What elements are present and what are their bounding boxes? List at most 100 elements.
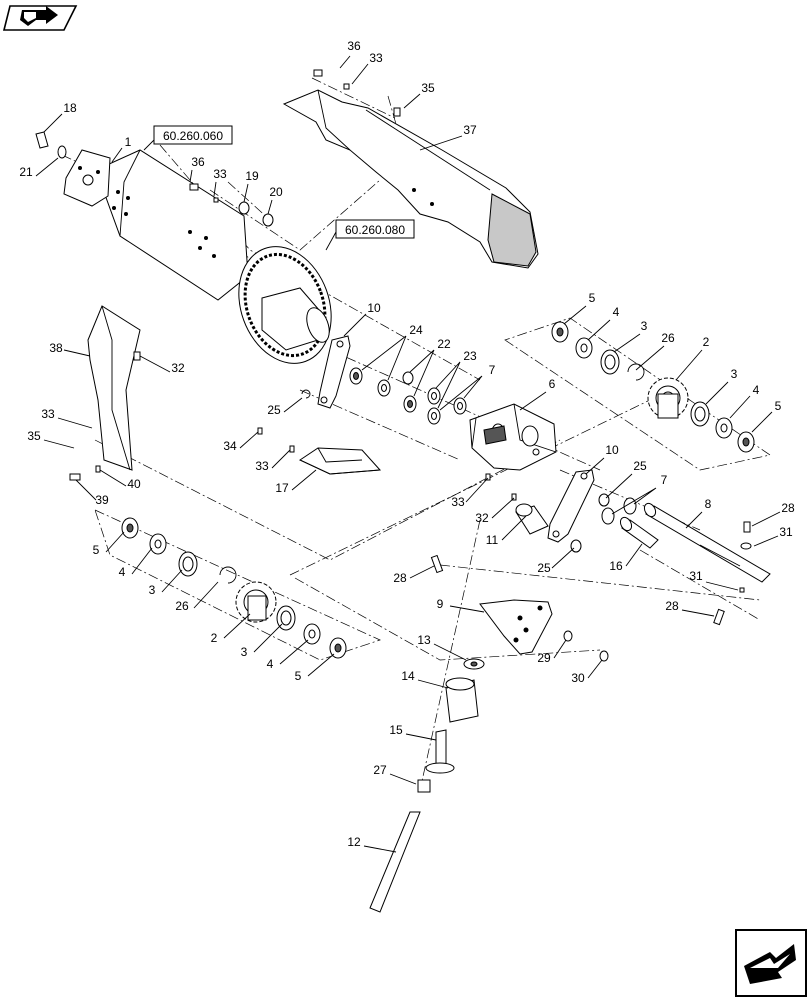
- leader-line: [753, 535, 779, 547]
- callout-number: 33: [451, 495, 465, 509]
- callout-2[interactable]: 2: [211, 613, 251, 645]
- callout-31[interactable]: 31: [753, 525, 793, 547]
- callout-3[interactable]: 3: [613, 319, 648, 353]
- nav-back-icon[interactable]: [2, 5, 78, 31]
- lower-roller-assembly: [369, 658, 485, 913]
- callout-number: 26: [175, 599, 189, 613]
- callout-33[interactable]: 33: [451, 477, 489, 509]
- callout-number: 3: [731, 367, 738, 381]
- callout-10[interactable]: 10: [343, 301, 381, 337]
- callout-14[interactable]: 14: [401, 669, 449, 689]
- callout-4[interactable]: 4: [587, 305, 620, 341]
- callout-26[interactable]: 26: [175, 581, 219, 613]
- callout-40[interactable]: 40: [99, 469, 141, 491]
- callout-9[interactable]: 9: [437, 597, 485, 613]
- leader-line: [685, 511, 703, 529]
- callout-24[interactable]: 24: [361, 323, 423, 381]
- callout-number: 33: [255, 459, 269, 473]
- bushing: [515, 503, 549, 535]
- callout-18[interactable]: 18: [43, 101, 77, 133]
- callout-30[interactable]: 30: [571, 659, 603, 685]
- callout-31[interactable]: 31: [689, 569, 739, 591]
- leader-line: [363, 845, 397, 853]
- callout-1[interactable]: 1: [111, 135, 132, 163]
- callout-number: 6: [549, 377, 556, 391]
- callout-number: 40: [127, 477, 141, 491]
- callout-5[interactable]: 5: [563, 291, 596, 325]
- hardware: [35, 69, 752, 662]
- leader-line: [75, 479, 97, 501]
- callout-16[interactable]: 16: [609, 543, 643, 573]
- callout-number: 23: [463, 349, 477, 363]
- callout-35[interactable]: 35: [403, 81, 435, 109]
- callout-5[interactable]: 5: [751, 399, 782, 433]
- callout-3[interactable]: 3: [241, 623, 283, 659]
- callout-33[interactable]: 33: [351, 51, 383, 85]
- callout-number: 4: [753, 383, 760, 397]
- leader-line: [409, 349, 435, 397]
- callout-21[interactable]: 21: [19, 157, 59, 179]
- callout-5[interactable]: 5: [295, 653, 335, 683]
- callout-number: 38: [49, 341, 63, 355]
- callout-32[interactable]: 32: [475, 497, 515, 525]
- callout-8[interactable]: 8: [685, 497, 712, 529]
- callout-27[interactable]: 27: [373, 763, 417, 785]
- callout-28[interactable]: 28: [393, 565, 435, 585]
- callout-39[interactable]: 39: [75, 479, 109, 507]
- callout-11[interactable]: 11: [486, 515, 527, 547]
- callout-13[interactable]: 13: [417, 633, 467, 661]
- leader-line: [435, 361, 461, 409]
- callout-33[interactable]: 33: [213, 167, 227, 197]
- callout-37[interactable]: 37: [419, 123, 477, 151]
- callout-28[interactable]: 28: [751, 501, 795, 527]
- reference-label: 60.260.060: [163, 129, 223, 143]
- callout-38[interactable]: 38: [49, 341, 91, 357]
- callout-4[interactable]: 4: [267, 639, 309, 671]
- callout-4[interactable]: 4: [729, 383, 760, 419]
- callout-4[interactable]: 4: [119, 547, 153, 579]
- leader-line: [605, 473, 633, 499]
- callout-34[interactable]: 34: [223, 431, 259, 453]
- callout-7[interactable]: 7: [439, 363, 496, 411]
- callout-number: 14: [401, 669, 415, 683]
- callout-26[interactable]: 26: [635, 331, 675, 371]
- callout-35[interactable]: 35: [27, 429, 75, 449]
- leader-line: [553, 639, 567, 659]
- callout-33[interactable]: 33: [41, 407, 93, 429]
- callout-12[interactable]: 12: [347, 835, 397, 853]
- callout-22[interactable]: 22: [409, 337, 451, 397]
- callout-number: 4: [267, 657, 274, 671]
- callout-19[interactable]: 19: [243, 169, 259, 203]
- callout-23[interactable]: 23: [435, 349, 477, 409]
- callout-33[interactable]: 33: [255, 449, 291, 473]
- reference-box-60-260-060[interactable]: 60.260.060: [153, 125, 233, 145]
- reference-box-60-260-080[interactable]: 60.260.080: [335, 219, 415, 239]
- callout-25[interactable]: 25: [537, 547, 575, 575]
- nav-forward-icon[interactable]: [735, 929, 807, 997]
- frame-tube: [95, 149, 249, 301]
- callout-17[interactable]: 17: [275, 469, 317, 495]
- callout-25[interactable]: 25: [267, 397, 303, 417]
- callout-29[interactable]: 29: [537, 639, 567, 665]
- leader-line: [751, 411, 773, 433]
- shaft-long: [643, 502, 771, 583]
- leader-line: [675, 349, 703, 381]
- leader-line: [563, 305, 587, 325]
- callout-36[interactable]: 36: [339, 39, 361, 69]
- callout-20[interactable]: 20: [267, 185, 283, 215]
- callout-6[interactable]: 6: [519, 377, 556, 411]
- callout-10[interactable]: 10: [585, 443, 619, 475]
- callout-36[interactable]: 36: [189, 155, 205, 183]
- callout-15[interactable]: 15: [389, 723, 437, 741]
- callout-2[interactable]: 2: [675, 335, 710, 381]
- callout-number: 33: [41, 407, 55, 421]
- callout-32[interactable]: 32: [139, 355, 185, 375]
- callout-3[interactable]: 3: [705, 367, 738, 405]
- callout-7[interactable]: 7: [611, 473, 668, 515]
- callout-3[interactable]: 3: [149, 569, 183, 597]
- callout-5[interactable]: 5: [93, 531, 125, 557]
- callout-28[interactable]: 28: [665, 599, 715, 617]
- leader-line: [587, 319, 611, 341]
- callout-25[interactable]: 25: [605, 459, 647, 499]
